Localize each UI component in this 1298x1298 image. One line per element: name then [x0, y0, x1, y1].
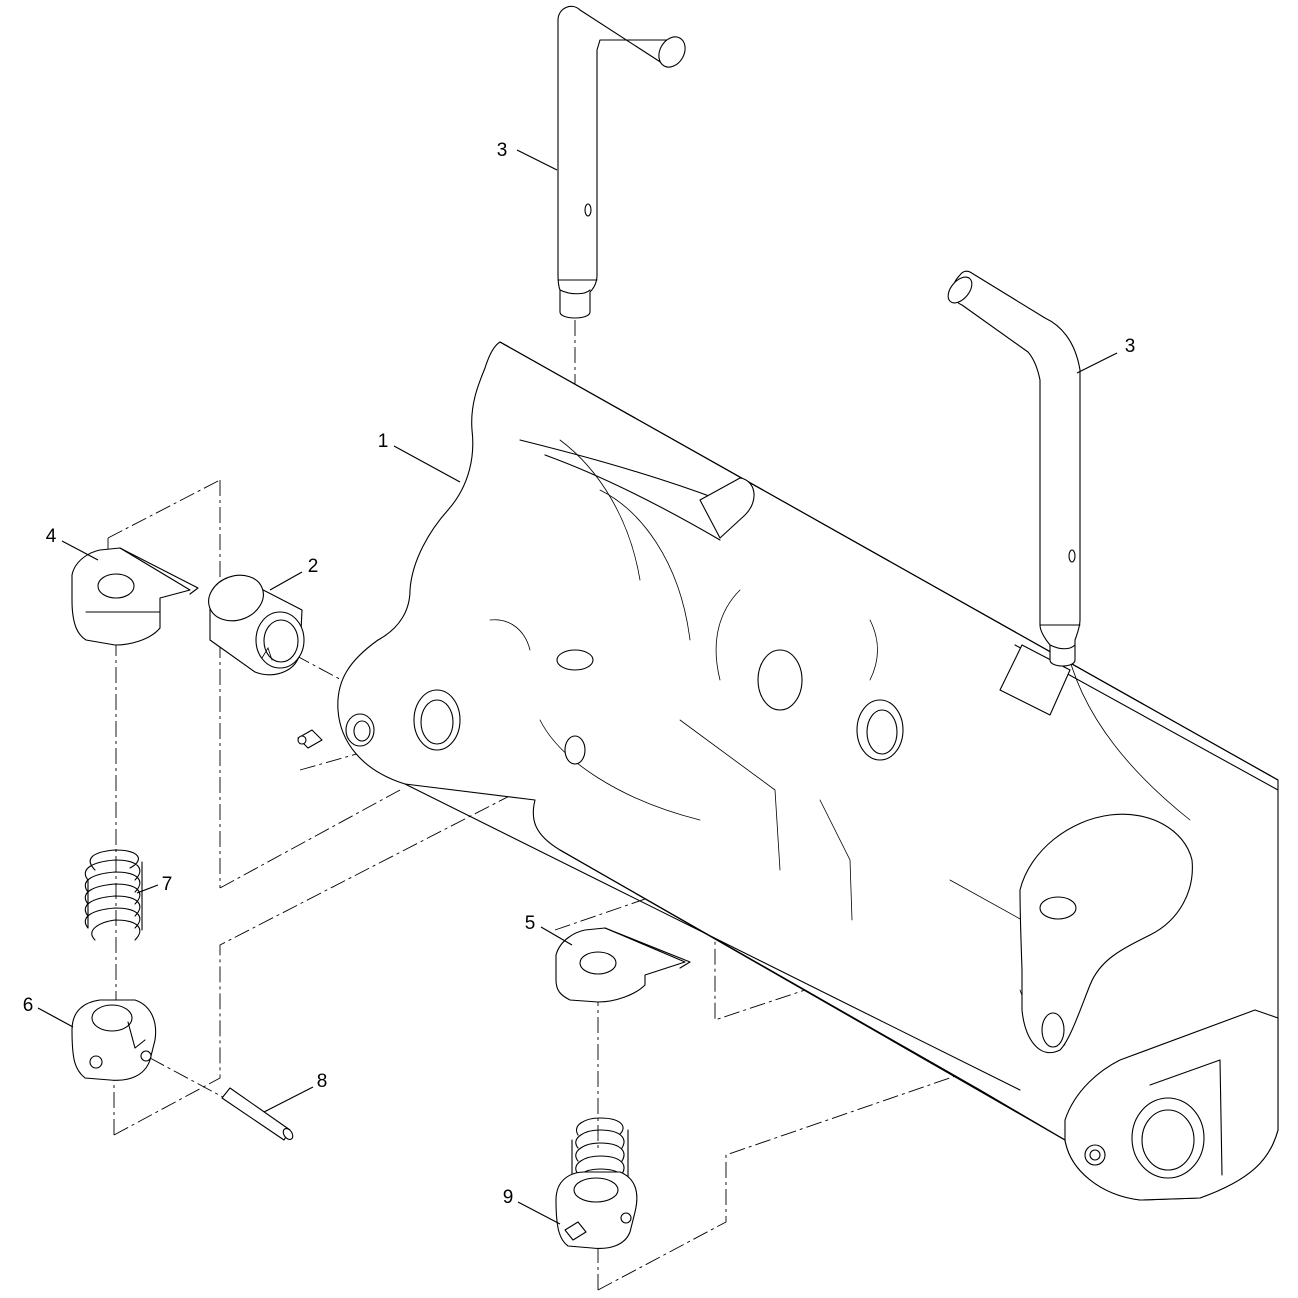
spring-left	[84, 849, 143, 941]
callout-9: 9	[503, 1187, 514, 1208]
callout-3-right: 3	[1125, 336, 1136, 357]
roll-pin	[221, 1087, 294, 1141]
leader-lines	[37, 149, 1118, 1225]
latch-plate-upper	[71, 547, 199, 646]
callout-6: 6	[23, 995, 34, 1016]
latch-plate-lower	[555, 927, 691, 1003]
callout-7: 7	[162, 874, 173, 895]
callout-labels: 3 3 1 2 4 5 6 7 8 9	[23, 140, 1136, 1208]
callout-8: 8	[317, 1071, 328, 1092]
main-frame	[297, 341, 1279, 1201]
l-pin-right	[947, 270, 1081, 667]
latch-lower-left	[71, 999, 157, 1081]
callout-1: 1	[378, 431, 389, 452]
callout-4: 4	[46, 526, 57, 547]
latch-with-spring	[555, 1117, 638, 1249]
l-pin-top	[557, 5, 686, 319]
callout-3-top: 3	[497, 140, 508, 161]
callout-2: 2	[308, 556, 319, 577]
bushing	[208, 574, 305, 676]
callout-5: 5	[525, 913, 536, 934]
